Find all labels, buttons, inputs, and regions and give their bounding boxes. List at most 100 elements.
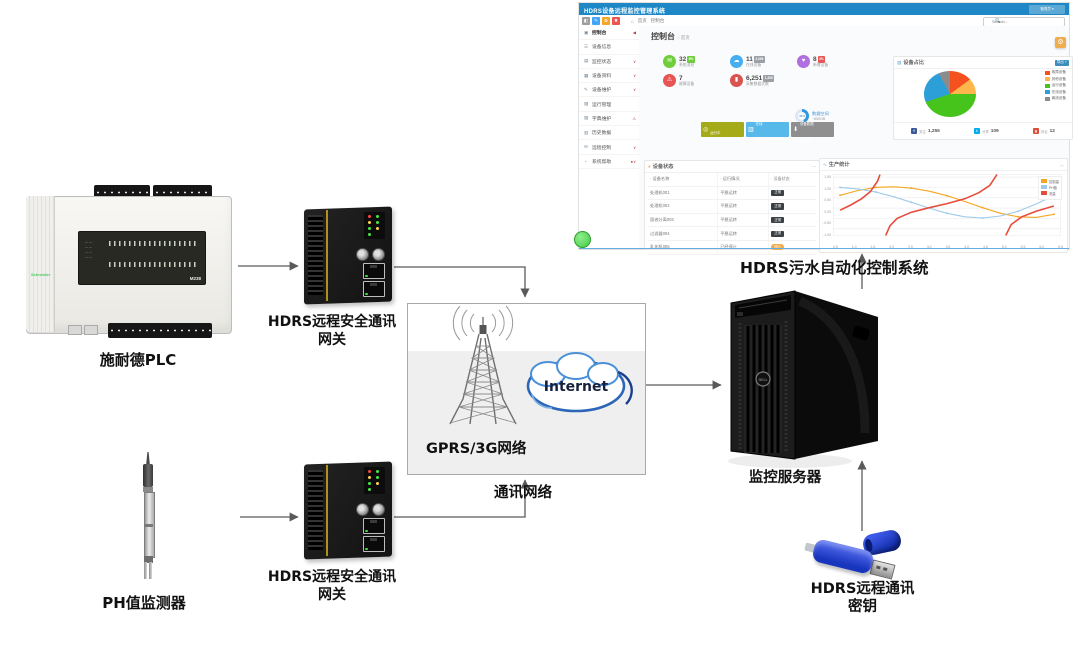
collapse-icon[interactable]: —	[811, 164, 817, 169]
sidebar-item-label: 设备维护	[592, 88, 612, 94]
cell-device-name: 处理机002	[650, 203, 670, 209]
sidebar-item[interactable]: ✉ 远程控制 ∨	[579, 140, 639, 155]
stat-label: 在线设备	[746, 62, 762, 67]
line-panel-header: ∿ 生产统计 ︿	[820, 159, 1067, 171]
sidebar-item-label: 设备信息	[592, 45, 612, 51]
social-value: 12	[1049, 128, 1055, 134]
stat-value: 8	[813, 55, 817, 63]
plc-connector-2	[84, 325, 98, 335]
tile-value: 121	[755, 138, 764, 144]
y-tick: 0.00	[824, 209, 831, 214]
sidebar-item-label: 设备资料	[592, 74, 612, 80]
social-stat[interactable]: g 评论 12	[1032, 128, 1055, 134]
legend-label: 在线设备	[1051, 89, 1066, 94]
pie-legend-row: 运行设备	[1044, 83, 1066, 88]
social-label: 关注	[919, 129, 926, 134]
plc-io-row-bottom	[109, 262, 199, 267]
social-value: 109	[990, 128, 999, 134]
gprs-network-label: GPRS/3G网络	[426, 441, 527, 457]
sidebar-item[interactable]: ▤ 监控状态 ∨	[579, 55, 639, 69]
cell-run-status: 平稳运转	[717, 186, 768, 200]
probe-tip	[146, 452, 150, 466]
search-icon: 🔍	[995, 18, 1001, 23]
sidebar-item[interactable]: ▥ 历史数据	[579, 126, 639, 141]
legend-swatch	[1044, 77, 1050, 82]
x-tick: 3.5	[946, 245, 951, 249]
stat-label: 系统消息	[679, 62, 695, 67]
chat-float-button[interactable]	[574, 231, 591, 248]
collapse-icon[interactable]: ︿	[1059, 161, 1065, 167]
gear-button[interactable]: ⚙	[1055, 37, 1066, 48]
table-row: 固液分离003 平稳运转 正常	[648, 213, 816, 228]
sidebar-item-suffix: ∨	[633, 58, 636, 64]
quick-tile[interactable]: ▥ 在线 121	[746, 122, 789, 144]
plc-brand-logo: Schneider	[31, 272, 51, 277]
user-menu[interactable]: 管理员 ▾	[1029, 4, 1065, 14]
donut-percent: 45%	[798, 112, 806, 120]
stat-badge: 1,205	[763, 74, 775, 82]
sidebar-item-label: 运行管理	[592, 102, 612, 108]
usb-connector	[869, 559, 896, 580]
probe-prong-left	[143, 562, 148, 579]
radio-tower-icon	[449, 305, 517, 425]
sidebar-item-icon: ▤	[584, 58, 589, 64]
antenna-connector-2	[372, 503, 385, 516]
cell-run-status: 已经停止	[717, 240, 768, 254]
sidebar-item-icon: ✉	[584, 144, 588, 150]
sidebar-item[interactable]: ▣ 控制台 ◀	[579, 26, 639, 41]
sidebar-item[interactable]: ▧ 运行管理	[579, 97, 639, 112]
sidebar-item[interactable]: ◔ 系统帮助 ●∨	[579, 155, 639, 169]
col-header-name: · 设备名称	[650, 176, 670, 182]
sidebar-item[interactable]: ✎ 设备维护 ∨	[579, 83, 639, 98]
bullet-icon: ●	[648, 164, 651, 169]
storage-donut: 45%	[795, 109, 809, 123]
app-button[interactable]: ◧	[582, 16, 590, 25]
stat-badge: 3%	[817, 55, 826, 63]
probe-lower-section	[143, 556, 153, 563]
antenna-connector-1	[356, 503, 369, 516]
sidebar-item-icon: ☰	[584, 43, 589, 49]
sidebar-item[interactable]: ▨ 字典维护 ⚠	[579, 112, 639, 127]
y-tick: -1.00	[823, 232, 831, 237]
sidebar-item-icon: ▣	[584, 29, 589, 35]
hdrs-dashboard-screenshot: HDRS设备远程监控管理系统 管理员 ▾ ◧ ✎ ✿ ✖ ⌂ 首页 控制台 🔍	[574, 2, 1073, 255]
sidebar-item[interactable]: ▦ 设备资料 ∨	[579, 69, 639, 84]
legend-label: PH值	[1048, 185, 1057, 190]
breadcrumb-current: 控制台	[650, 18, 665, 23]
quick-tile[interactable]: ⬇ 设备数据 1.2W	[791, 122, 834, 144]
cell-device-name: 固液分离003	[650, 217, 674, 223]
x-tick: 0.5	[833, 245, 838, 249]
sidebar-item[interactable]: ☰ 设备信息	[579, 40, 639, 55]
antenna-connector-2	[372, 248, 385, 261]
legend-swatch	[1044, 70, 1050, 75]
breadcrumb-home[interactable]: 首页	[637, 18, 647, 23]
stat-icon: ♥	[797, 55, 810, 68]
app-button[interactable]: ✿	[602, 16, 610, 25]
probe-cap	[143, 464, 153, 487]
legend-label: 故障设备	[1051, 70, 1066, 74]
device-status-panel: ● 设备状态 — · 设备名称 · 运行情况 · 设备状态 处理机001	[644, 160, 820, 255]
production-chart-panel: ∿ 生产统计 ︿ 1.501.000.500.00-0.50-1.00 0.51…	[819, 158, 1068, 253]
gateway-top-device	[304, 206, 392, 305]
line-panel-title: 生产统计	[828, 162, 850, 168]
device-pie-chart	[924, 71, 976, 117]
app-button[interactable]: ✖	[612, 16, 620, 25]
quick-tile[interactable]: ◎ 运行中	[701, 122, 744, 137]
table-row: 过滤器004 平稳运转 正常	[648, 227, 816, 241]
social-stat[interactable]: f 关注 1,255	[911, 128, 940, 134]
pie-export-button[interactable]: 导出 +	[1054, 59, 1069, 66]
social-label: 分享	[981, 129, 989, 134]
ethernet-port-1	[363, 518, 385, 534]
status-badge: 正常	[771, 216, 785, 224]
gateway-bottom-device	[304, 461, 392, 560]
pie-legend-row: 离线设备	[1044, 96, 1066, 101]
social-stat[interactable]: t 分享 109	[973, 128, 999, 134]
comm-network-label: 通讯网络	[494, 485, 552, 501]
quick-tiles: ◎ 运行中 ▥ 在线 121	[701, 122, 834, 144]
probe-band	[143, 524, 153, 527]
donut-sub: ~850GB	[812, 116, 826, 121]
social-label: 评论	[1040, 129, 1048, 134]
x-tick: 6.0	[1039, 245, 1044, 249]
app-button[interactable]: ✎	[592, 16, 600, 25]
